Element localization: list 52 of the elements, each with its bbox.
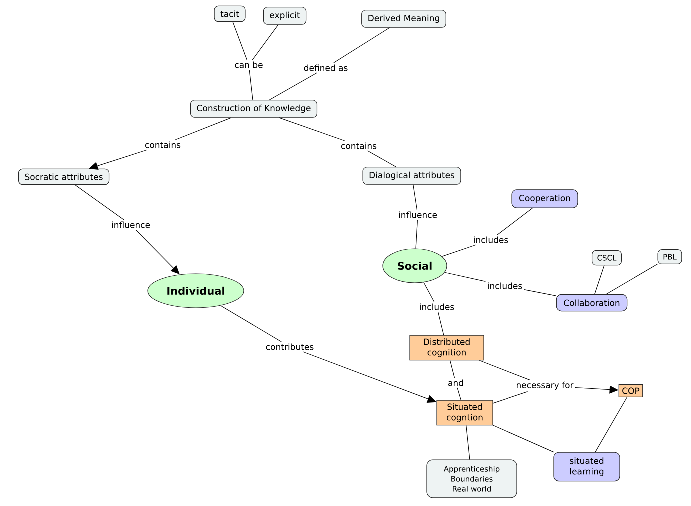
- connector: [438, 312, 444, 336]
- connector: [493, 392, 528, 404]
- linking-phrase: includes: [472, 235, 510, 245]
- connector: [457, 388, 462, 401]
- connector: [232, 22, 248, 60]
- concept-box: Socratic attributes: [18, 168, 110, 186]
- connector: [595, 397, 628, 453]
- concept-box: Dialogical attributes: [362, 167, 462, 185]
- concept-box: Cooperation: [512, 190, 578, 208]
- linking-phrase: includes: [486, 281, 524, 291]
- linking-phrase: contains: [144, 140, 182, 150]
- connector: [89, 150, 148, 170]
- connector: [466, 425, 470, 460]
- connector: [424, 282, 435, 302]
- connector: [279, 118, 346, 142]
- connector: [497, 208, 533, 236]
- connector: [524, 289, 557, 296]
- linking-phrase: contributes: [264, 342, 316, 352]
- linking-phrase: and: [446, 378, 466, 388]
- concept-box: COP: [618, 384, 644, 398]
- concept-box: tacit: [214, 6, 246, 22]
- linking-phrase: includes: [418, 302, 456, 312]
- connector: [606, 264, 658, 295]
- connector: [479, 360, 530, 380]
- linking-phrase: defined as: [302, 63, 350, 73]
- connector: [368, 150, 397, 168]
- concept-box: explicit: [263, 7, 307, 25]
- connector: [442, 244, 477, 257]
- connector: [75, 184, 124, 220]
- concept-box: Distributed cognition: [410, 335, 484, 361]
- connector: [594, 265, 605, 295]
- linking-phrase: can be: [233, 60, 265, 70]
- linking-phrase: necessary for: [514, 380, 576, 392]
- connector: [249, 70, 254, 100]
- connector: [334, 28, 390, 64]
- connector: [444, 272, 486, 282]
- connector: [269, 72, 318, 100]
- connector: [220, 306, 282, 342]
- concept-box: Derived Meaning: [362, 10, 446, 28]
- concept-box: situated learning: [554, 452, 620, 482]
- concept-box: Situated cogntion: [436, 400, 494, 426]
- connector: [450, 360, 456, 378]
- connector: [413, 184, 418, 210]
- connector: [252, 24, 279, 60]
- linking-phrase: contains: [340, 141, 378, 151]
- connector: [493, 425, 554, 453]
- concept-box: Collaboration: [556, 294, 628, 312]
- connector: [175, 118, 232, 140]
- concept-box: Construction of Knowledge: [190, 100, 318, 118]
- linking-phrase: influence: [110, 220, 152, 230]
- connector: [416, 220, 418, 249]
- linking-phrase: influence: [397, 210, 439, 220]
